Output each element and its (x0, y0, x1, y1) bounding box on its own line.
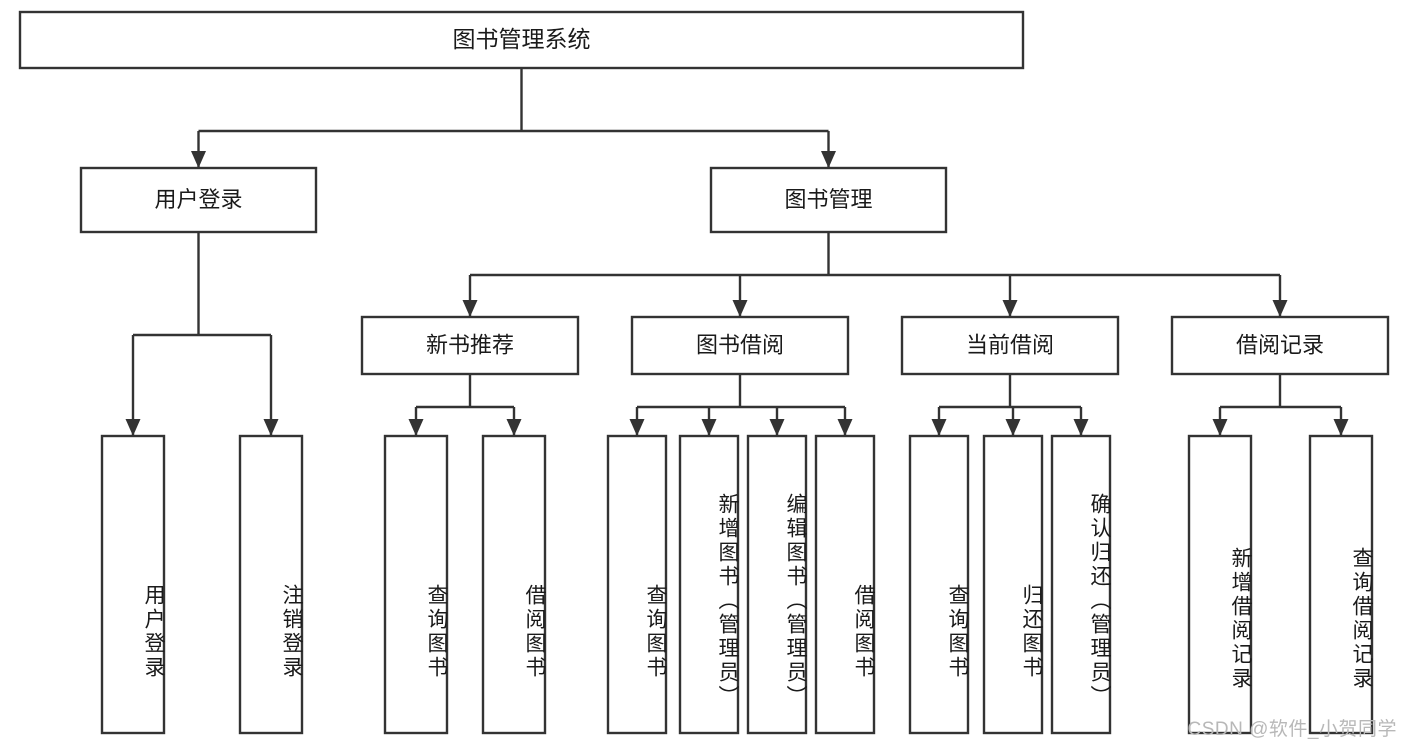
node-book-borrow[interactable]: 图书借阅 (630, 315, 850, 376)
connectors-layer (125, 68, 1349, 436)
node-new-book-recommend[interactable]: 新书推荐 (360, 315, 580, 376)
leaf-leaf-query-book-borrow-box[interactable] (606, 434, 668, 735)
conn-book-borrow-arrow-3 (837, 419, 853, 436)
node-root[interactable]: 图书管理系统 (18, 10, 1025, 70)
leaf-leaf-borrow-book-rec-box[interactable] (481, 434, 547, 735)
node-borrow-record-label: 借阅记录 (1236, 332, 1324, 357)
conn-book-borrow-arrow-1 (701, 419, 717, 436)
leaf-leaf-return-book[interactable] (982, 434, 1044, 735)
conn-root-arrow-1 (821, 151, 836, 168)
leaf-leaf-add-book-admin[interactable] (678, 434, 740, 735)
leaf-leaf-user-login-box[interactable] (100, 434, 166, 735)
leaf-leaf-confirm-return-admin[interactable] (1050, 434, 1112, 735)
conn-borrow-record-arrow-0 (1212, 419, 1228, 436)
node-book-borrow-label: 图书借阅 (696, 332, 784, 357)
conn-borrow-record-arrow-1 (1333, 419, 1349, 436)
node-new-book-recommend-label: 新书推荐 (426, 332, 514, 357)
node-root-label: 图书管理系统 (453, 26, 591, 52)
leaf-leaf-add-borrow-record[interactable] (1187, 434, 1253, 735)
node-book-manage[interactable]: 图书管理 (709, 166, 948, 234)
node-user-login[interactable]: 用户登录 (79, 166, 318, 234)
conn-new-book-recommend-arrow-0 (408, 419, 424, 436)
leaf-leaf-query-book-cur-box[interactable] (908, 434, 970, 735)
leaf-leaf-borrow-book[interactable] (814, 434, 876, 735)
node-current-borrow[interactable]: 当前借阅 (900, 315, 1120, 376)
conn-book-manage-arrow-1 (732, 300, 748, 317)
leaf-leaf-query-borrow-record-box[interactable] (1308, 434, 1374, 735)
leaf-leaf-query-book-rec-box[interactable] (383, 434, 449, 735)
leaf-leaf-borrow-book-rec[interactable] (481, 434, 547, 735)
leaf-leaf-borrow-book-box[interactable] (814, 434, 876, 735)
conn-book-manage-arrow-3 (1272, 300, 1288, 317)
leaf-leaf-query-book-cur[interactable] (908, 434, 970, 735)
csdn-watermark: CSDN @软件_小贺同学 (1187, 719, 1397, 740)
node-root-box[interactable] (18, 10, 1025, 70)
node-borrow-record-box[interactable] (1170, 315, 1390, 376)
conn-book-manage-arrow-2 (1002, 300, 1018, 317)
node-user-login-box[interactable] (79, 166, 318, 234)
conn-book-borrow-arrow-0 (629, 419, 645, 436)
conn-user-login-arrow-1 (263, 419, 279, 436)
leaf-leaf-user-login[interactable] (100, 434, 166, 735)
node-user-login-label: 用户登录 (154, 187, 242, 212)
node-book-borrow-box[interactable] (630, 315, 850, 376)
node-book-manage-label: 图书管理 (784, 187, 872, 212)
conn-current-borrow-arrow-2 (1073, 419, 1089, 436)
conn-new-book-recommend-arrow-1 (506, 419, 522, 436)
node-borrow-record[interactable]: 借阅记录 (1170, 315, 1390, 376)
leaf-leaf-return-book-box[interactable] (982, 434, 1044, 735)
leaf-leaf-add-borrow-record-box[interactable] (1187, 434, 1253, 735)
conn-user-login-arrow-0 (125, 419, 141, 436)
leaf-leaf-confirm-return-admin-box[interactable] (1050, 434, 1112, 735)
conn-current-borrow-arrow-1 (1005, 419, 1021, 436)
node-new-book-recommend-box[interactable] (360, 315, 580, 376)
conn-book-borrow-arrow-2 (769, 419, 785, 436)
conn-book-manage-arrow-0 (462, 300, 478, 317)
leaf-leaf-query-book-rec[interactable] (383, 434, 449, 735)
node-current-borrow-box[interactable] (900, 315, 1120, 376)
leaf-leaf-edit-book-admin-box[interactable] (746, 434, 808, 735)
leaf-leaf-user-logout[interactable] (238, 434, 304, 735)
leaf-leaf-edit-book-admin[interactable] (746, 434, 808, 735)
leaf-leaf-user-logout-box[interactable] (238, 434, 304, 735)
node-book-manage-box[interactable] (709, 166, 948, 234)
leaf-leaf-query-book-borrow[interactable] (606, 434, 668, 735)
leaf-leaf-query-borrow-record[interactable] (1308, 434, 1374, 735)
conn-current-borrow-arrow-0 (931, 419, 947, 436)
conn-root-arrow-0 (191, 151, 206, 168)
node-current-borrow-label: 当前借阅 (966, 332, 1054, 357)
leaf-leaf-add-book-admin-box[interactable] (678, 434, 740, 735)
